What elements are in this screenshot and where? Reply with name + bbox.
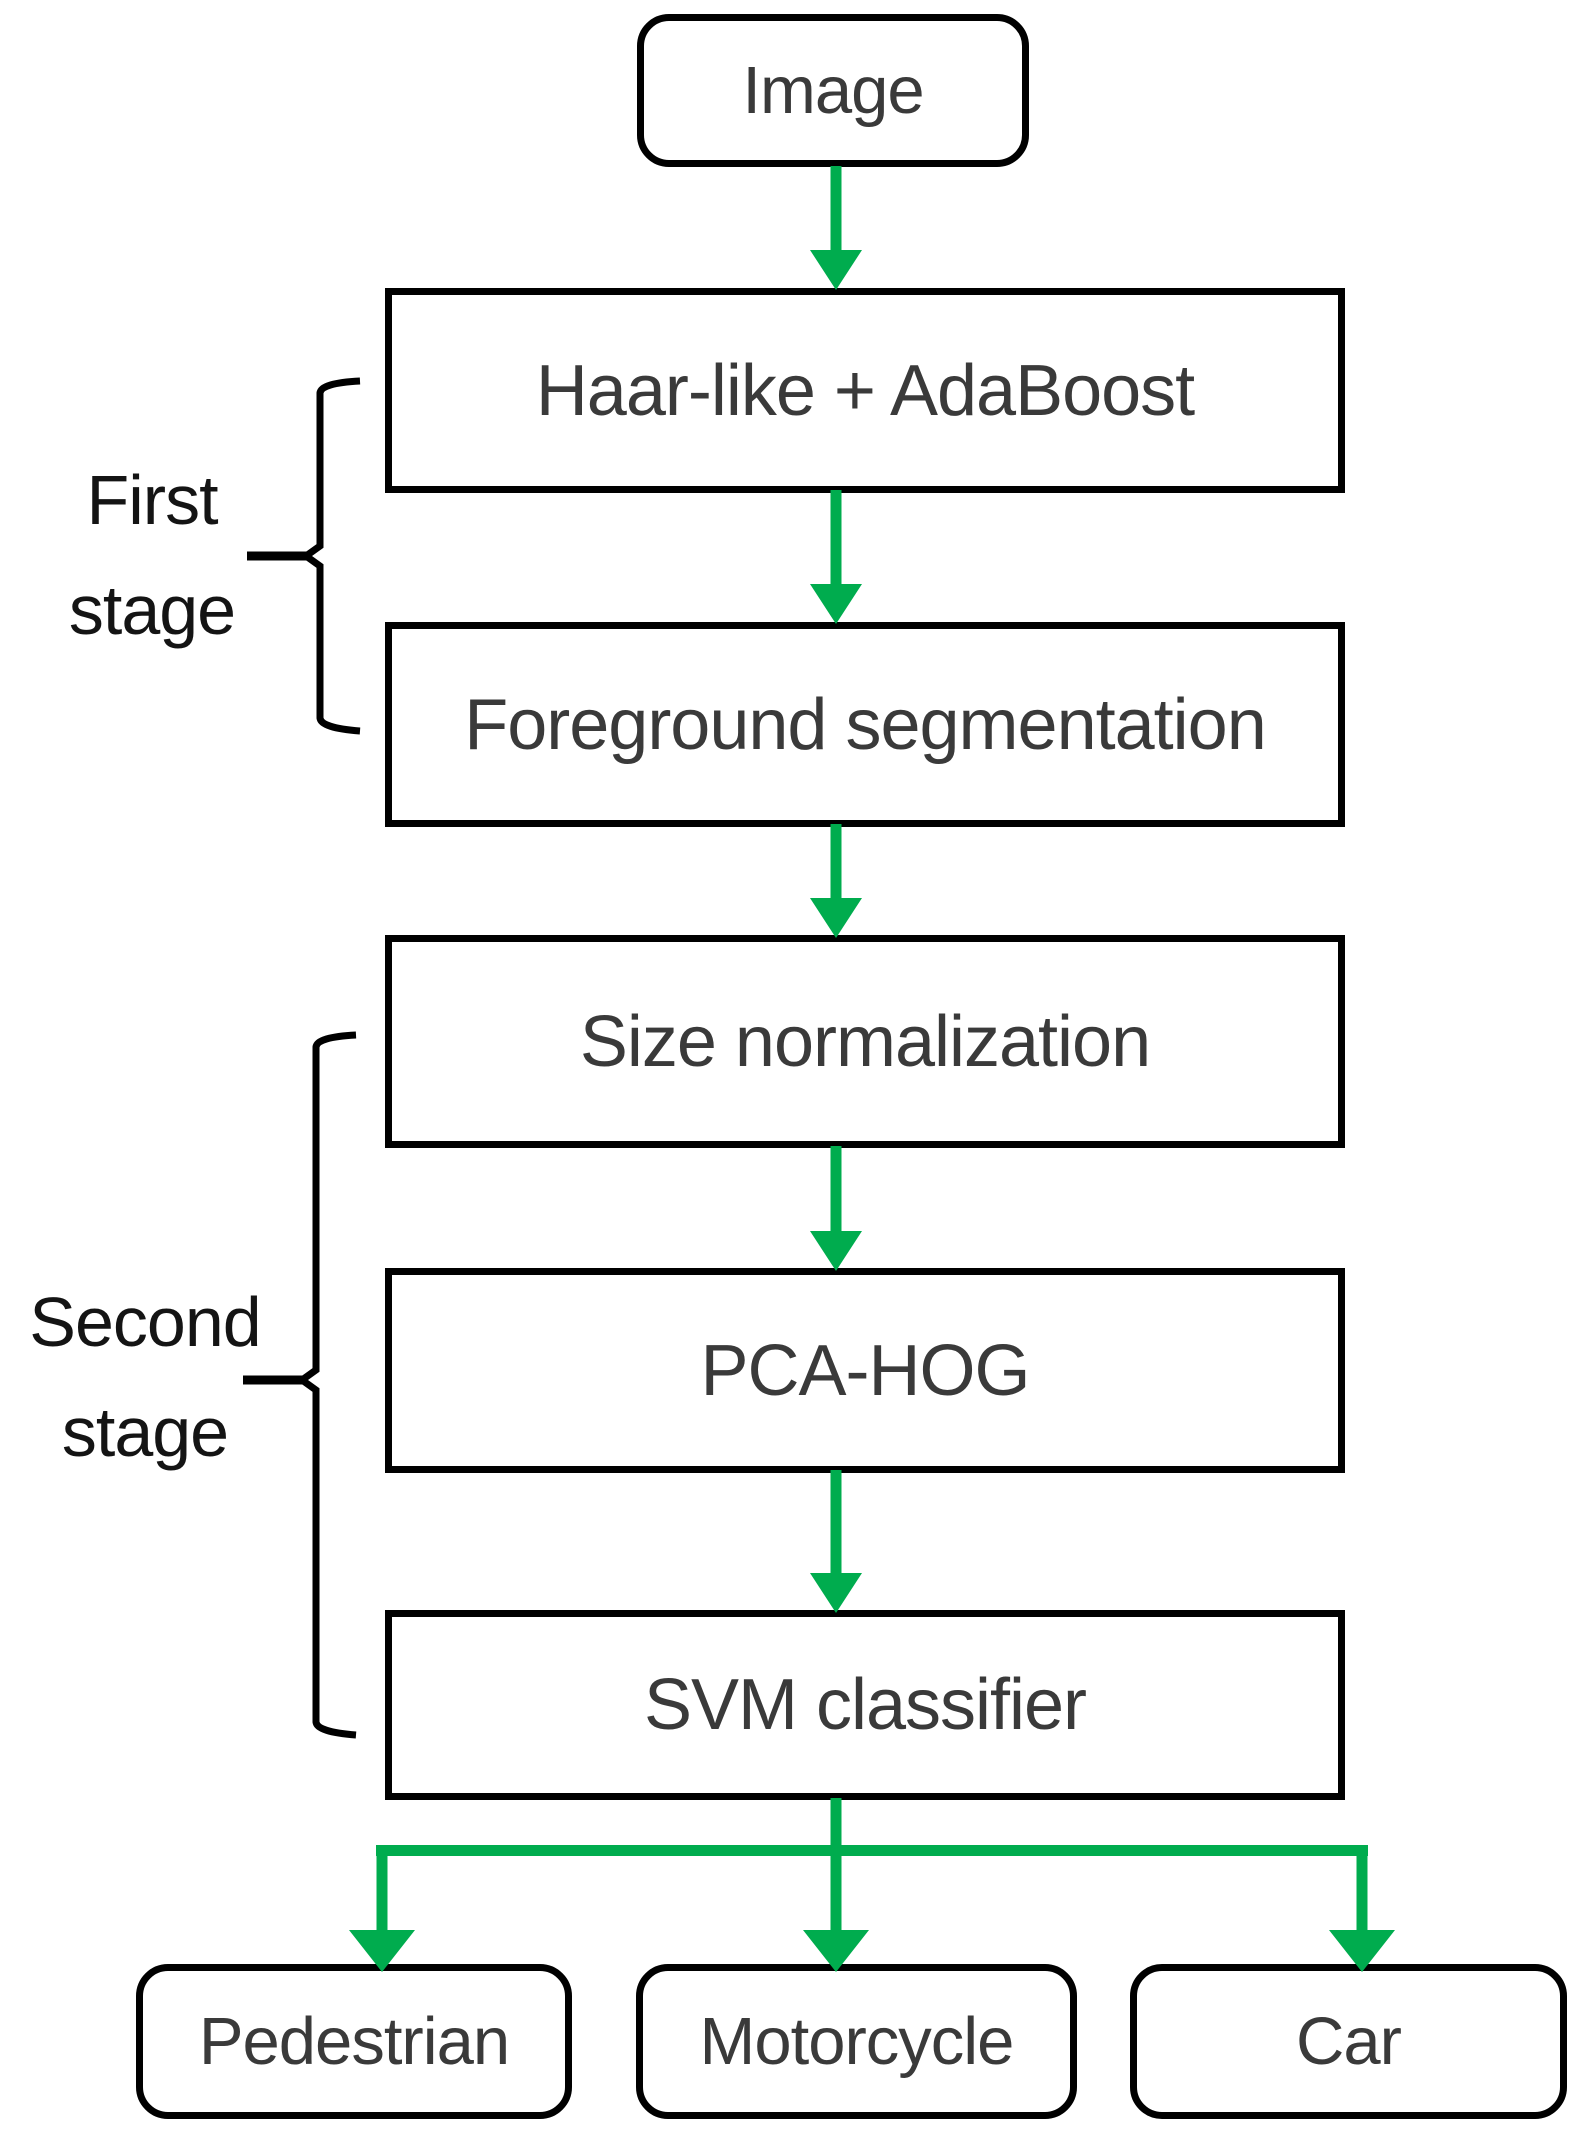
node-motorcycle: Motorcycle [636,1964,1077,2119]
node-pca-hog-label: PCA-HOG [700,1330,1030,1411]
node-pca-hog: PCA-HOG [385,1268,1345,1473]
first-stage-brace [299,377,361,735]
node-motorcycle-label: Motorcycle [699,2004,1015,2079]
node-car-label: Car [1296,2004,1402,2079]
node-image: Image [637,14,1029,167]
arrow-image-to-haar [810,166,862,290]
first-stage-label: First stage [68,461,236,649]
node-svm-classifier-label: SVM classifier [643,1665,1087,1745]
node-size-normalization-label: Size normalization [579,1001,1151,1082]
arrow-haar-to-foreground [810,490,862,624]
branch-stem [830,1798,842,1850]
second-stage-label: Second stage [29,1283,261,1471]
arrow-foreground-to-size [810,824,862,938]
arrow-size-to-pca [810,1146,862,1271]
node-image-label: Image [742,53,924,128]
arrow-branch-to-motorcycle [803,1846,869,1972]
arrow-branch-to-car [1329,1846,1395,1972]
node-car: Car [1130,1964,1567,2119]
node-svm-classifier: SVM classifier [385,1610,1345,1800]
node-pedestrian: Pedestrian [136,1964,572,2119]
second-stage-brace [295,1031,357,1739]
node-size-normalization: Size normalization [385,935,1345,1148]
node-haar-adaboost: Haar-like + AdaBoost [385,288,1345,493]
node-pedestrian-label: Pedestrian [198,2004,510,2079]
arrow-pca-to-svm [810,1470,862,1613]
arrow-branch-to-pedestrian [349,1846,415,1972]
branch-bar [376,1845,1368,1856]
node-foreground-segmentation-label: Foreground segmentation [464,684,1267,765]
node-foreground-segmentation: Foreground segmentation [385,622,1345,827]
node-haar-adaboost-label: Haar-like + AdaBoost [535,350,1195,431]
